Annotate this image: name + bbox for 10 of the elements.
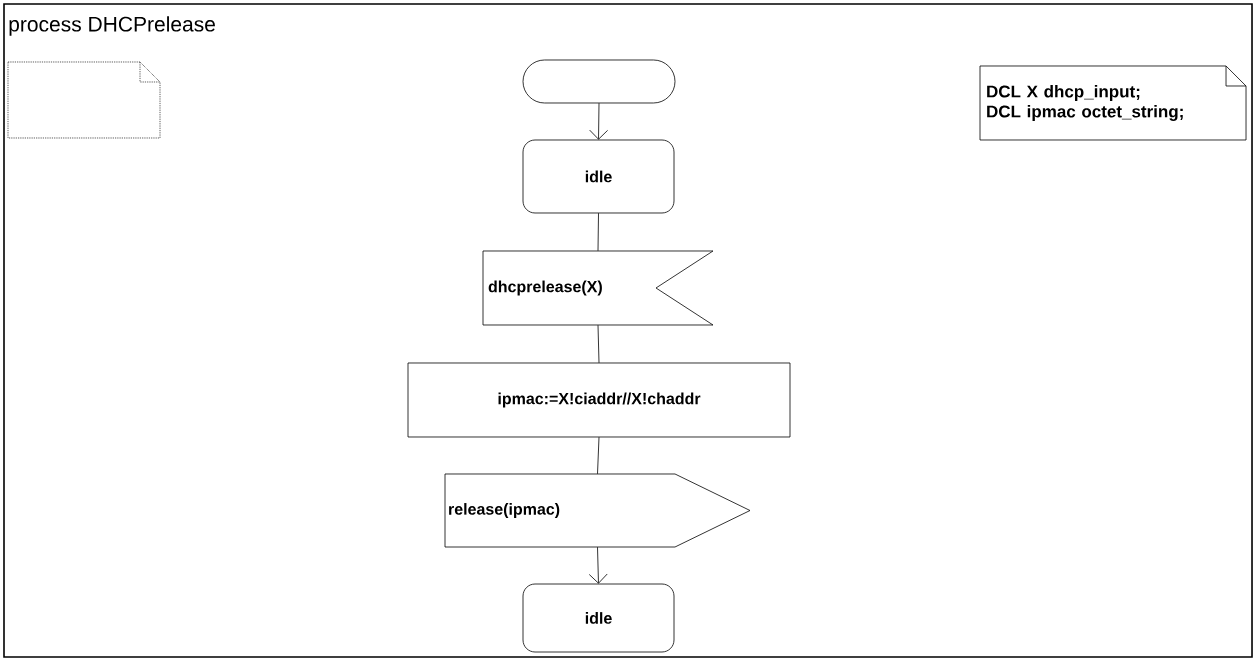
task-box: ipmac:=X!ciaddr//X!chaddr xyxy=(407,362,791,438)
note-symbol xyxy=(7,61,161,139)
title: process DHCPrelease xyxy=(9,16,215,36)
connector-line xyxy=(597,436,600,475)
connector-line xyxy=(597,212,599,252)
connector-line xyxy=(597,324,600,364)
arrow xyxy=(589,102,609,140)
arrow xyxy=(588,546,608,584)
start-symbol xyxy=(522,59,676,104)
declaration-note: DCL X dhcp_input; DCL ipmac octet_string; xyxy=(979,65,1247,141)
